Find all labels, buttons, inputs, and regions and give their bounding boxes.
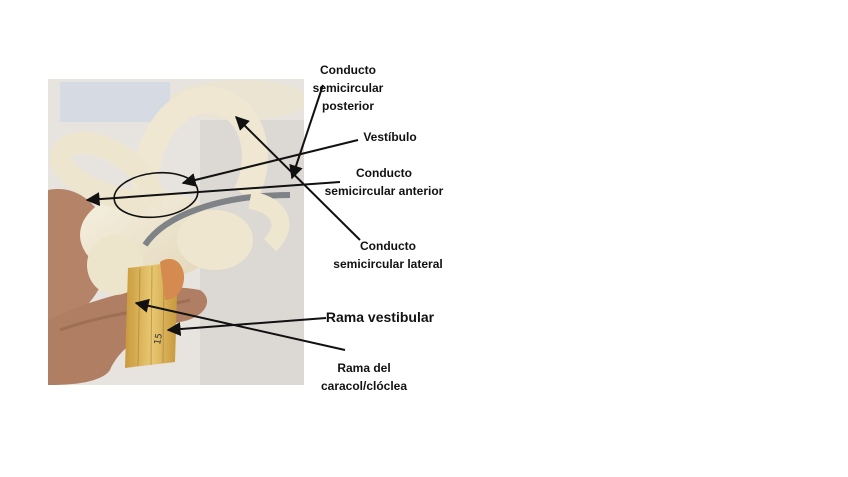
arrow-rama-vestibular [166,317,327,337]
label-vestibulo: Vestíbulo [363,130,417,144]
svg-text:15: 15 [153,333,165,346]
arrow-posterior [289,84,324,180]
label-rama-caracol-coclea: Rama del caracol/clóclea [320,361,408,393]
arrow-vestibulo [181,139,359,187]
label-conducto-semicircular-lateral: Conducto semicircular lateral [333,239,443,271]
arrow-anterior [85,181,341,207]
pointer-lines [85,84,361,351]
arrow-lateral [235,116,361,241]
vestibule-highlight-ellipse [113,171,199,219]
label-rama-vestibular: Rama vestibular [325,309,435,325]
inner-ear-photo: 15 [48,79,304,385]
arrow-rama-caracol [134,298,346,351]
label-conducto-semicircular-posterior: Conducto semicircular posterior [312,63,384,113]
label-conducto-semicircular-anterior: Conducto semicircular anterior [324,166,444,198]
